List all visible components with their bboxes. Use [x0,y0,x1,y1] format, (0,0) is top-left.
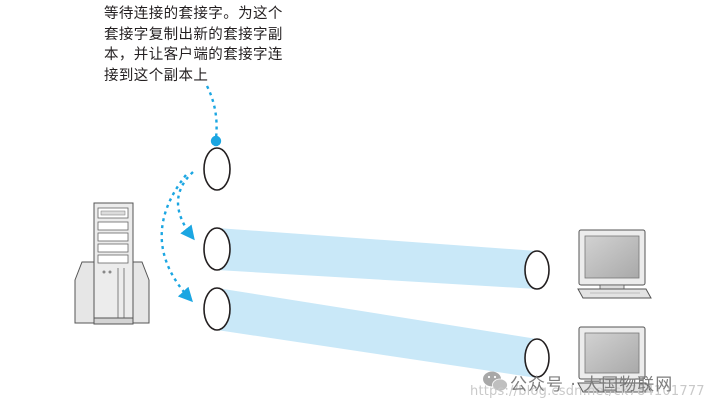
copy-arrow-lower [162,175,191,300]
watermark-brand: 公众号 · 大国物联网 [510,370,673,395]
caption: 等待连接的套接字。为这个 套接字复制出新的套接字副 本，并让客户端的套接字连 接… [104,4,316,86]
caption-line: 接到这个副本上 [104,66,316,87]
connection-tunnel-bottom [217,288,537,378]
server-socket-copy-bottom [204,288,230,330]
caption-line: 等待连接的套接字。为这个 [104,4,316,25]
client-socket-top [525,251,549,289]
caption-line: 套接字复制出新的套接字副 [104,25,316,46]
server-socket-copy-top [204,228,230,270]
caption-line: 本，并让客户端的套接字连 [104,45,316,66]
leader-line [207,86,217,138]
leader-dot [211,136,221,146]
listening-socket [204,148,230,190]
server-icon [75,203,149,324]
connection-tunnel-top [217,228,537,289]
client-computer-top [578,230,651,298]
